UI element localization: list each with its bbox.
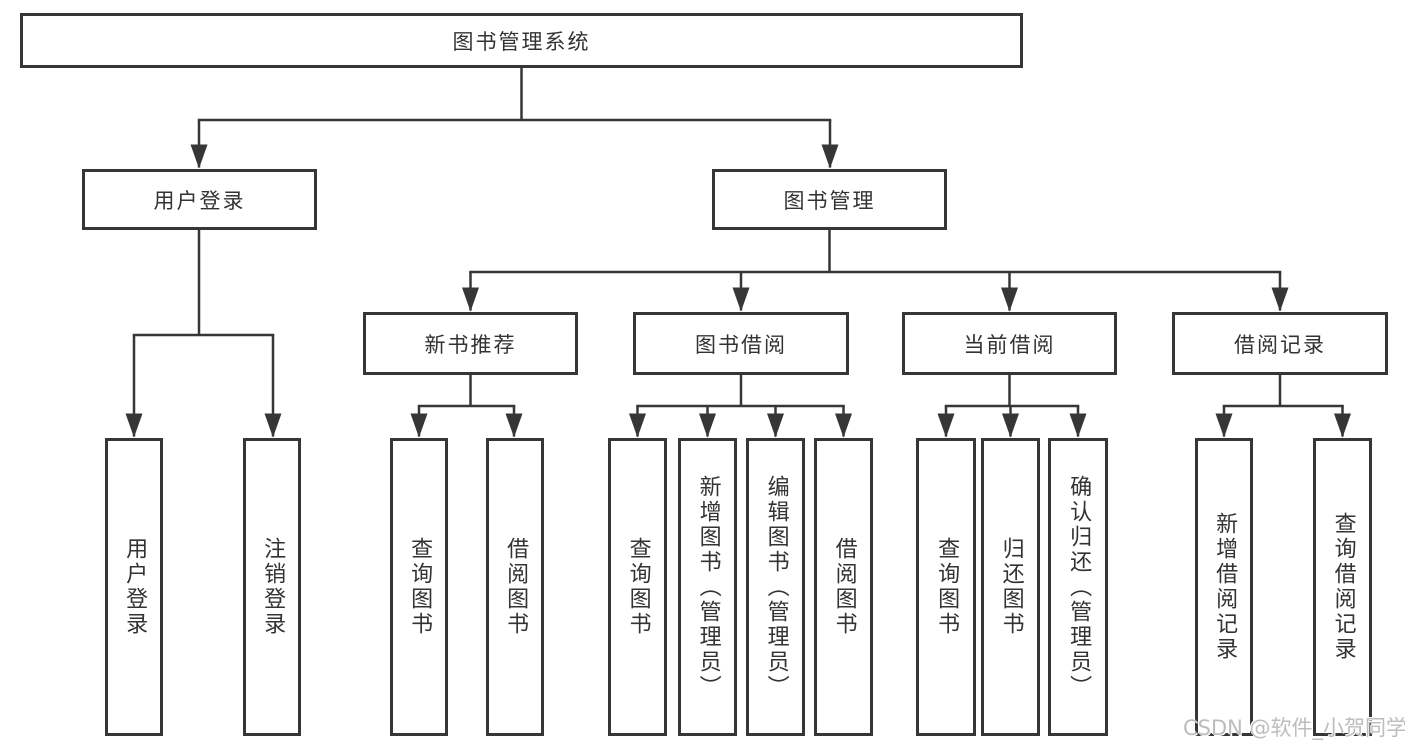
leaf-return-books: 归还图书 bbox=[981, 438, 1040, 736]
leaf-query-books-recommend: 查询图书 bbox=[390, 438, 448, 736]
node-current-borrowing: 当前借阅 bbox=[902, 312, 1117, 375]
node-new-book-recommend: 新书推荐 bbox=[363, 312, 578, 375]
leaf-confirm-return-admin: 确认归还（管理员） bbox=[1048, 438, 1108, 736]
leaf-borrow-books-borrowing: 借阅图书 bbox=[814, 438, 873, 736]
leaf-edit-book-admin: 编辑图书（管理员） bbox=[746, 438, 805, 736]
node-library-management-system: 图书管理系统 bbox=[20, 13, 1023, 68]
leaf-logout: 注销登录 bbox=[243, 438, 301, 736]
leaf-borrow-books-recommend: 借阅图书 bbox=[486, 438, 544, 736]
node-user-login: 用户登录 bbox=[82, 169, 317, 230]
leaf-user-login: 用户登录 bbox=[105, 438, 163, 736]
leaf-add-borrow-record: 新增借阅记录 bbox=[1195, 438, 1253, 736]
leaf-query-borrow-record: 查询借阅记录 bbox=[1313, 438, 1372, 736]
leaf-add-book-admin: 新增图书（管理员） bbox=[678, 438, 737, 736]
leaf-query-books-current: 查询图书 bbox=[916, 438, 976, 736]
node-book-management: 图书管理 bbox=[712, 169, 947, 230]
node-borrowing-records: 借阅记录 bbox=[1172, 312, 1388, 375]
leaf-query-books-borrowing: 查询图书 bbox=[608, 438, 667, 736]
node-book-borrowing: 图书借阅 bbox=[633, 312, 849, 375]
watermark-text: CSDN @软件_小贺同学 bbox=[1183, 716, 1405, 740]
